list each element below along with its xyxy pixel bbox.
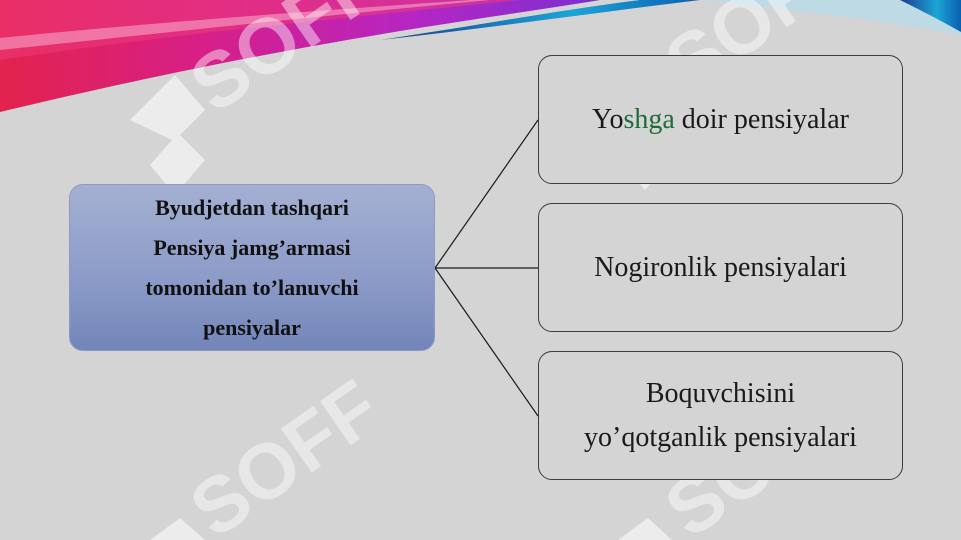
watermark-logo-icon bbox=[150, 518, 205, 540]
label-part: Yo bbox=[592, 103, 624, 135]
root-line: pensiyalar bbox=[203, 314, 301, 340]
root-line: Pensiya jamg’armasi bbox=[153, 234, 351, 260]
child-node-disability-pensions: Nogironlik pensiyalari bbox=[538, 203, 903, 332]
root-node-label: Byudjetdan tashqari Pensiya jamg’armasi … bbox=[145, 188, 358, 348]
child-line: yo’qotganlik pensiyalari bbox=[584, 421, 857, 453]
highlighted-text: shga bbox=[623, 103, 675, 135]
child-line: Nogironlik pensiyalari bbox=[594, 251, 847, 283]
child-node-label: Boquvchisini yo’qotganlik pensiyalari bbox=[584, 372, 857, 460]
root-node: Byudjetdan tashqari Pensiya jamg’armasi … bbox=[69, 184, 435, 351]
child-node-label: Nogironlik pensiyalari bbox=[594, 246, 847, 290]
root-line: tomonidan to’lanuvchi bbox=[145, 274, 359, 300]
watermark-logo-icon bbox=[130, 75, 205, 195]
child-node-youth-pensions: Yoshga doir pensiyalar bbox=[538, 55, 903, 184]
child-line: Boquvchisini bbox=[645, 377, 796, 409]
child-node-survivor-pensions: Boquvchisini yo’qotganlik pensiyalari bbox=[538, 351, 903, 480]
label-part: doir pensiyalar bbox=[674, 103, 849, 135]
child-node-label: Yoshga doir pensiyalar bbox=[592, 98, 849, 142]
root-line: Byudjetdan tashqari bbox=[155, 194, 349, 220]
connector-line bbox=[434, 267, 539, 417]
connector-line bbox=[434, 119, 539, 269]
watermark-logo-icon bbox=[618, 518, 672, 540]
